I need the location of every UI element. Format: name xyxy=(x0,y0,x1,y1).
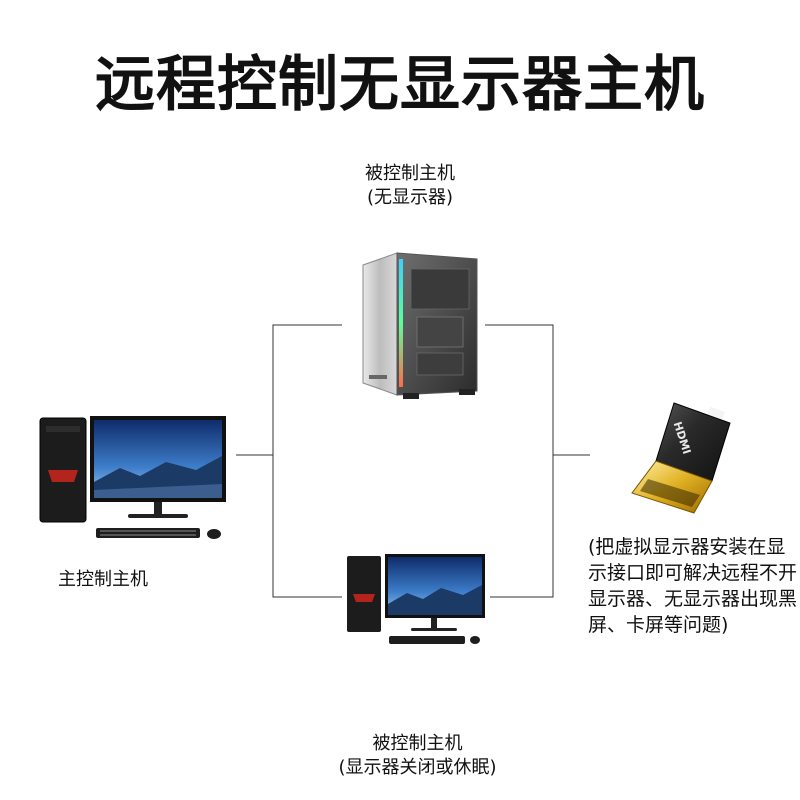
bottom-host-label: 被控制主机 (显示器关闭或休眠) xyxy=(310,732,525,780)
hdmi-note: (把虚拟显示器安装在显示接口即可解决远程不开显示器、无显示器出现黑屏、卡屏等问题… xyxy=(588,536,798,636)
line-right-top xyxy=(485,324,554,598)
desktop-pc-icon xyxy=(39,416,226,539)
tower-pc-icon xyxy=(362,252,478,399)
bottom-host-label-line2: (显示器关闭或休眠) xyxy=(338,757,497,778)
top-host-label: 被控制主机 (无显示器) xyxy=(330,162,490,210)
bottom-host-label-line1: 被控制主机 xyxy=(372,733,463,754)
main-host-label: 主控制主机 xyxy=(58,569,148,590)
line-left-to-bottom xyxy=(272,455,342,598)
hdmi-dummy-plug-icon xyxy=(631,402,731,514)
page-title: 远程控制无显示器主机 xyxy=(95,50,705,120)
top-host-label-line2: (无显示器) xyxy=(366,187,454,208)
line-left-to-top xyxy=(236,324,342,456)
small-desktop-pc-icon xyxy=(347,554,485,644)
top-host-label-line1: 被控制主机 xyxy=(365,163,455,184)
